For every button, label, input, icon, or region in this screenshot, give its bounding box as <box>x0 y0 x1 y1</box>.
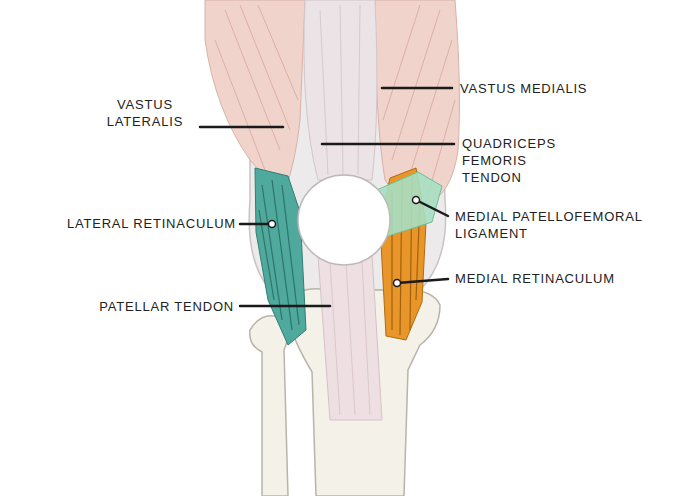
retinaculum-fibres <box>259 180 299 330</box>
part-label: LATERAL RETINACULUM <box>4 215 236 232</box>
muscle-fibres <box>215 5 298 170</box>
muscle-fibres <box>383 5 455 195</box>
tendon-fibres <box>320 5 360 175</box>
leader-dots <box>269 197 420 287</box>
part-label: VASTUS MEDIALIS <box>460 80 660 97</box>
part-label: MEDIAL RETINACULUM <box>455 270 680 287</box>
part-label: PATELLAR TENDON <box>60 298 234 315</box>
part-label: VASTUS LATERALIS <box>95 96 195 130</box>
leader-lines <box>200 88 454 306</box>
vastus-lateralis <box>205 0 305 190</box>
tendon-fibres <box>330 262 370 415</box>
part-label: QUADRICEPS FEMORIS TENDON <box>462 135 572 186</box>
part-label: MEDIAL PATELLOFEMORAL LIGAMENT <box>455 208 681 242</box>
quadriceps-tendon <box>304 0 377 180</box>
lateral-retinaculum <box>255 168 306 345</box>
patellar-tendon <box>318 255 382 420</box>
fibula <box>250 316 288 496</box>
patella <box>298 175 390 265</box>
